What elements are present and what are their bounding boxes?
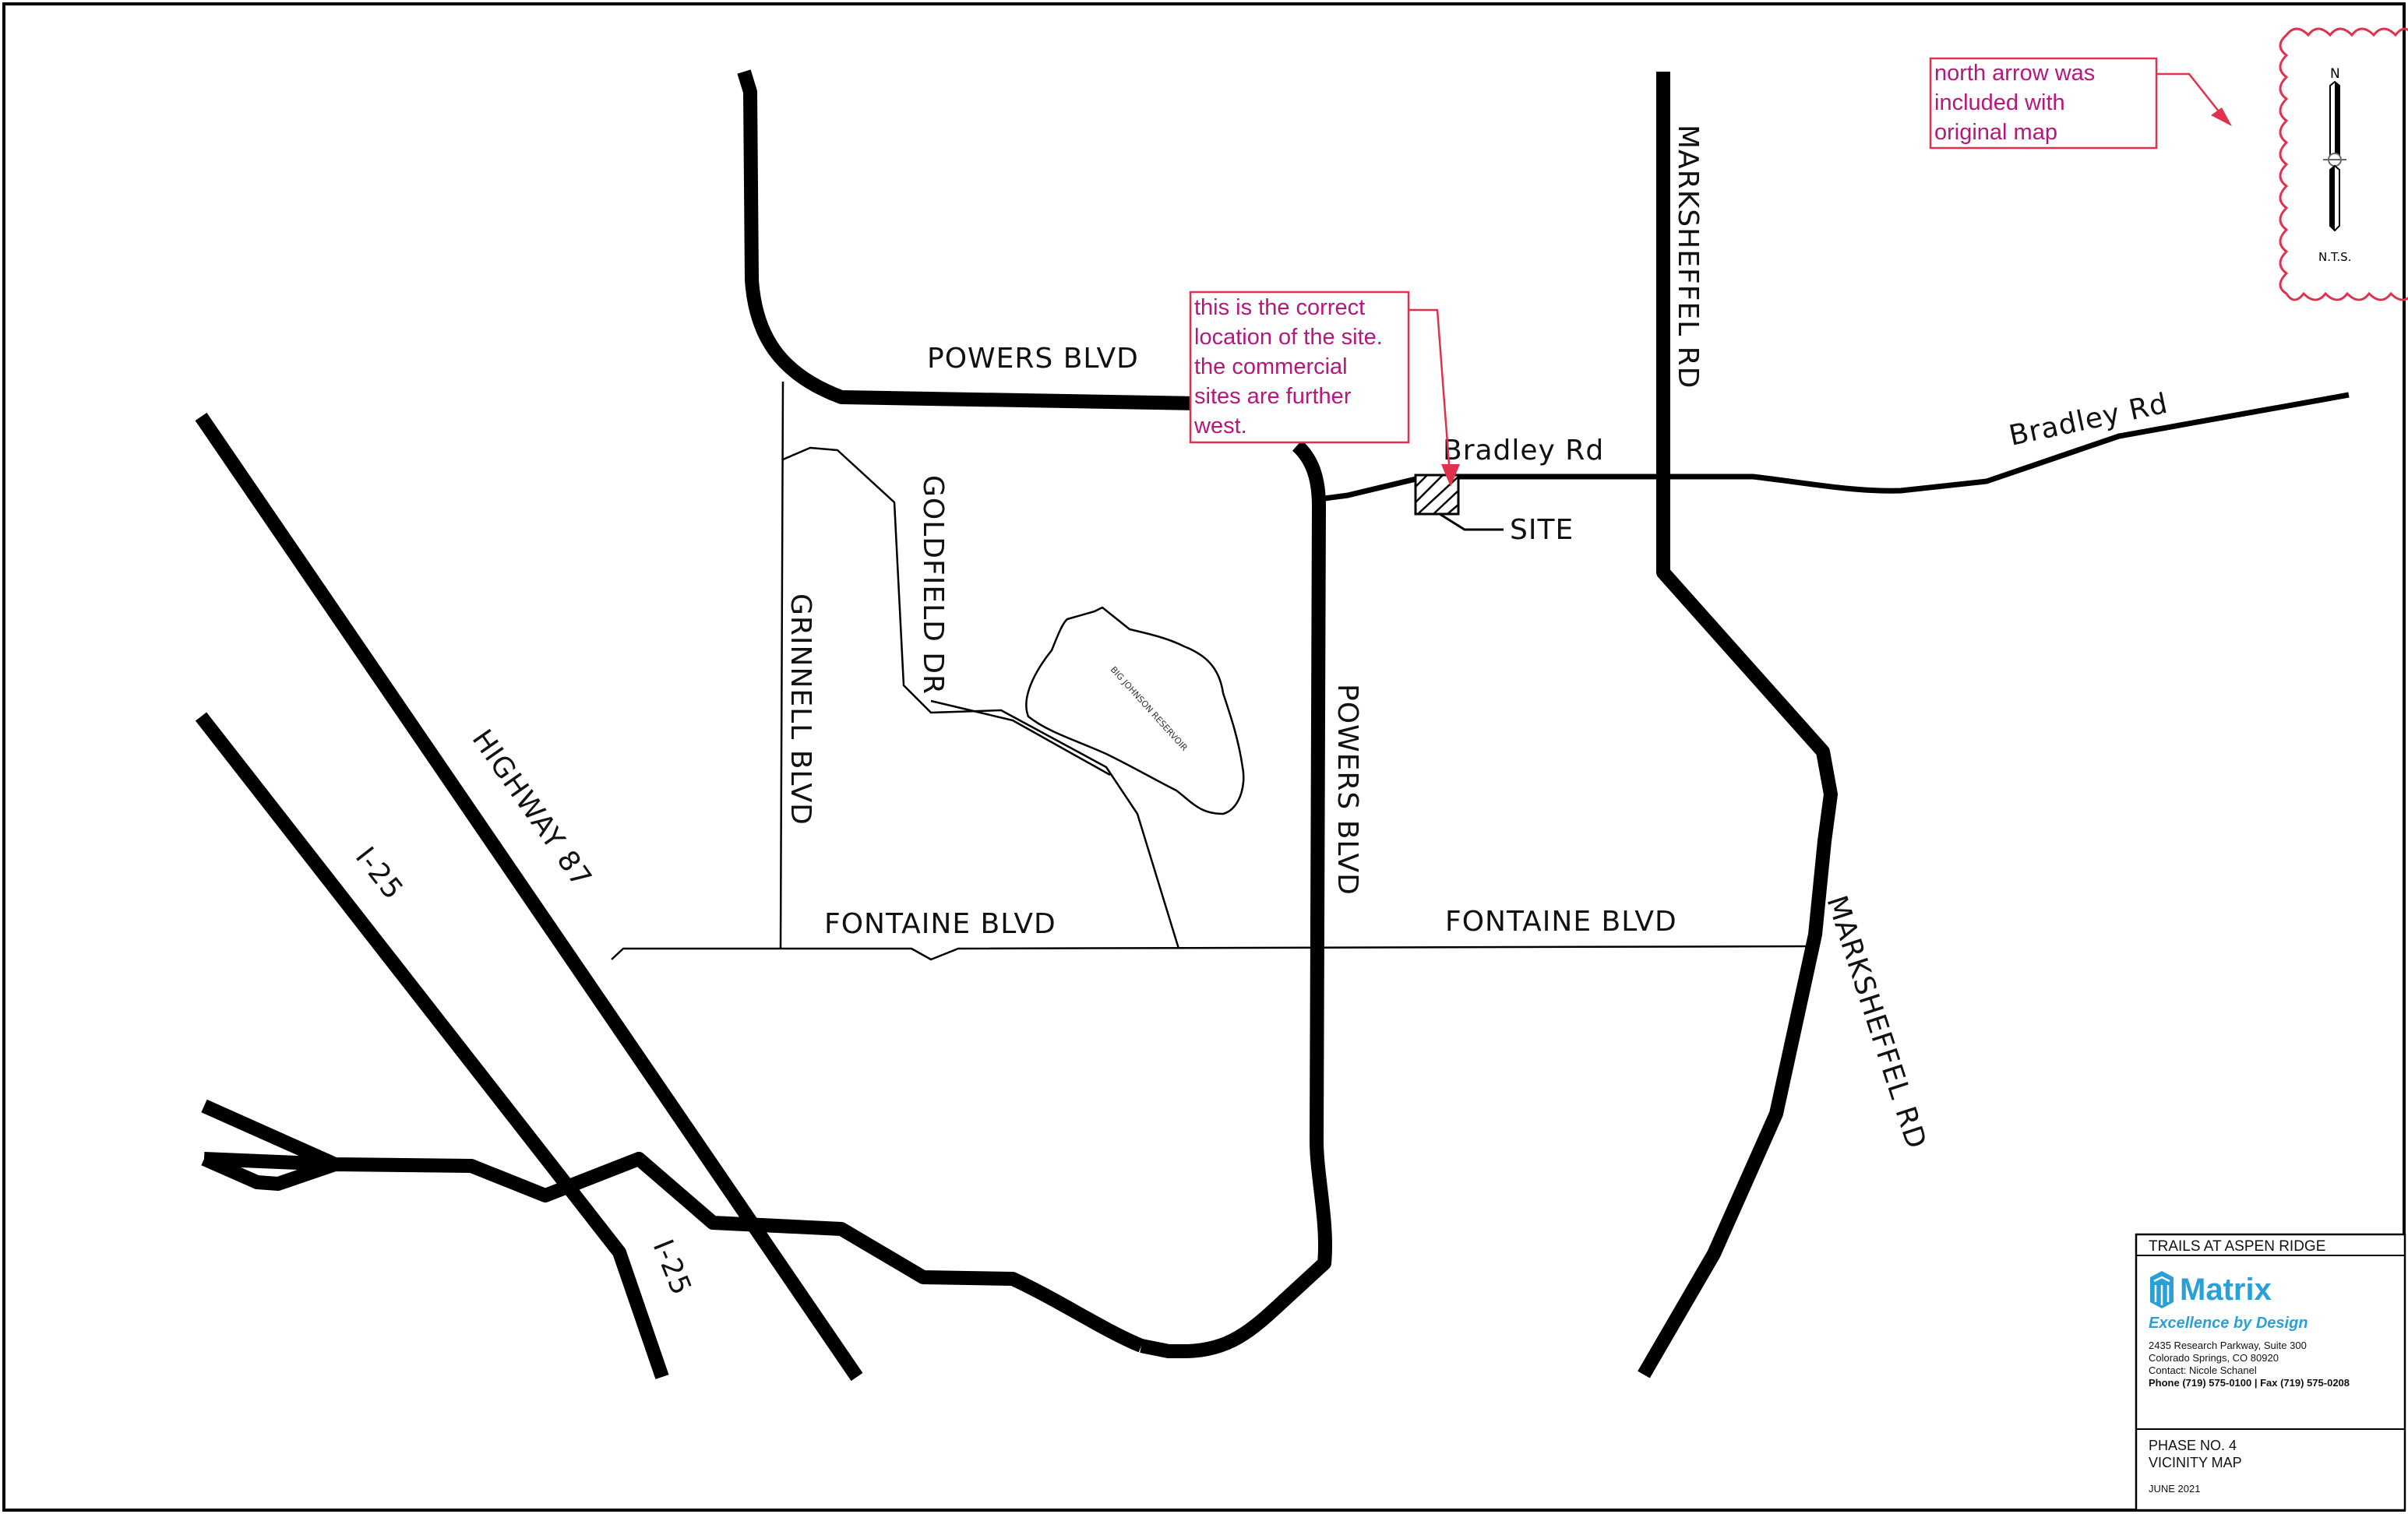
highway-87-road	[195, 412, 863, 1382]
site-callout-box	[1189, 290, 1410, 444]
north-callout-line: north arrow was	[1934, 61, 2095, 86]
site-leader	[1439, 512, 1504, 531]
north-callout-line: original map	[1934, 120, 2057, 145]
company-name: Matrix	[2180, 1273, 2272, 1307]
contact-line: Contact: Nicole Schanel	[2149, 1364, 2257, 1376]
north-callout-arrowhead	[2211, 107, 2232, 126]
matrix-logo-icon	[2150, 1271, 2174, 1308]
phase-number: PHASE NO. 4	[2149, 1438, 2237, 1453]
revision-cloud	[2279, 27, 2408, 301]
site-callout-line: the commercial	[1194, 354, 1348, 379]
bradley-rd-road	[1324, 392, 2350, 502]
powers-blvd-vertical-road	[1140, 440, 1333, 1358]
grinnell-blvd-label: GRINNELL BLVD	[784, 593, 816, 826]
i25-road	[195, 712, 669, 1379]
site-callout-leader	[1408, 308, 1452, 485]
scale-note: N.T.S.	[2318, 250, 2351, 264]
bradley-rd-east-label: Bradley Rd	[2006, 388, 2170, 452]
sheet-date: JUNE 2021	[2149, 1483, 2200, 1495]
goldfield-dr-label: GOLDFIELD DR	[917, 475, 949, 695]
grinnell-blvd-road	[779, 381, 784, 949]
address-line-2: Colorado Springs, CO 80920	[2149, 1352, 2279, 1364]
fontaine-blvd-east-label: FONTAINE BLVD	[1445, 906, 1677, 938]
powers-blvd-north-road	[737, 69, 1200, 410]
marksheffel-rd-road	[1638, 72, 1838, 1378]
site-callout-line: location of the site.	[1194, 325, 1383, 350]
site-callout-line: west.	[1193, 414, 1247, 438]
site-label: SITE	[1510, 514, 1574, 546]
north-arrow-icon	[2323, 80, 2346, 232]
marksheffel-rd-south-label: MARKSHEFFEL RD	[1820, 892, 1932, 1153]
fontaine-blvd-west-label: FONTAINE BLVD	[824, 908, 1056, 940]
north-callout-line: included with	[1934, 90, 2065, 115]
reservoir-label: BIG JOHNSON RESERVOIR	[1109, 664, 1190, 753]
north-letter: N	[2330, 66, 2340, 82]
site-callout-line: sites are further	[1194, 384, 1352, 409]
north-callout-box	[1929, 57, 2158, 150]
title-block: TRAILS AT ASPEN RIDGE Matrix Excellence …	[2135, 1233, 2406, 1512]
project-title: TRAILS AT ASPEN RIDGE	[2149, 1238, 2325, 1255]
site-callout-line: this is the correct	[1194, 295, 1365, 320]
address-line-1: 2435 Research Parkway, Suite 300	[2149, 1340, 2307, 1351]
phone-line: Phone (719) 575-0100 | Fax (719) 575-020…	[2149, 1377, 2350, 1389]
north-callout-leader	[2156, 72, 2229, 124]
marksheffel-rd-north-label: MARKSHEFFEL RD	[1672, 125, 1704, 389]
highway-87-label: HIGHWAY 87	[466, 724, 598, 894]
i25-lower-label: I-25	[647, 1235, 698, 1300]
site-callout-arrowhead	[1441, 464, 1460, 487]
company-tagline: Excellence by Design	[2149, 1315, 2308, 1332]
site-callout-text: this is the correct location of the site…	[1193, 295, 1389, 438]
i25-upper-label: I-25	[349, 841, 410, 906]
powers-blvd-vertical-label: POWERS BLVD	[1331, 684, 1363, 896]
powers-blvd-north-label: POWERS BLVD	[927, 343, 1139, 375]
bradley-rd-west-label: Bradley Rd	[1443, 435, 1604, 467]
goldfield-dr-inner-road	[930, 699, 1111, 776]
goldfield-dr-road	[782, 446, 1180, 949]
north-callout-text: north arrow was included with original m…	[1934, 61, 2101, 145]
southern-connector-road	[201, 1099, 1144, 1353]
fontaine-blvd-road	[611, 945, 1808, 961]
reservoir-outline	[1025, 606, 1245, 815]
sheet-title: VICINITY MAP	[2149, 1455, 2242, 1470]
